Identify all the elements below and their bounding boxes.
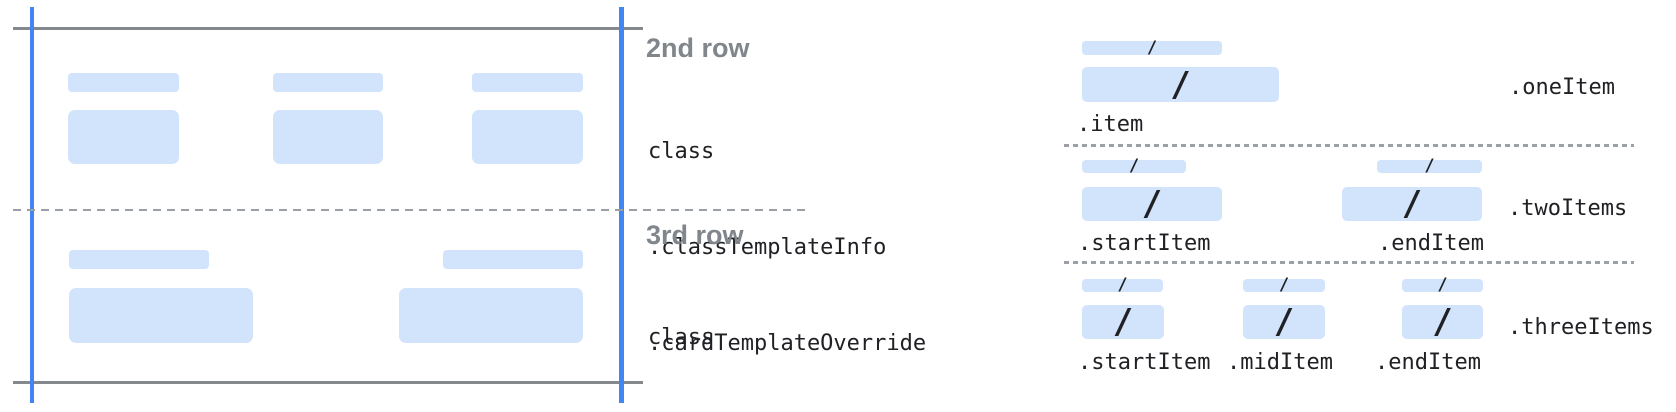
placeholder-value-box <box>69 288 253 343</box>
right-bleed-guide <box>619 7 624 403</box>
placeholder-label-bar <box>472 73 583 92</box>
placeholder-label-bar <box>68 73 179 92</box>
row2-title: 2nd row <box>646 33 750 63</box>
card-top-edge <box>13 27 643 30</box>
item-label-bar: / <box>1082 37 1222 58</box>
placeholder-value-box <box>399 288 583 343</box>
item-selector-label: .endItem <box>1375 350 1481 375</box>
row-divider-dashed-line <box>13 208 805 211</box>
class-path-line: class <box>648 139 715 164</box>
item-value-bar: / <box>1082 187 1222 221</box>
slash-icon: / <box>1278 275 1290 295</box>
placeholder-label-bar <box>273 73 383 92</box>
slash-icon: / <box>1424 156 1435 176</box>
item-label-bar: / <box>1243 275 1325 295</box>
class-path-line: .cardTemplateOverride <box>648 331 927 356</box>
slash-icon: / <box>1432 302 1453 342</box>
slash-icon: / <box>1146 37 1158 58</box>
slash-icon: / <box>1117 275 1128 295</box>
item-label-bar: / <box>1377 156 1482 176</box>
item-label-bar: / <box>1082 156 1186 176</box>
legend-separator <box>1064 144 1634 147</box>
slash-icon: / <box>1401 184 1423 224</box>
item-selector-label: .item <box>1077 112 1144 137</box>
placeholder-value-box <box>273 110 383 164</box>
slash-icon: / <box>1141 184 1163 224</box>
slash-icon: / <box>1170 64 1191 105</box>
slash-icon: / <box>1128 156 1140 176</box>
item-label-bar: / <box>1082 275 1163 295</box>
item-selector-label: .midItem <box>1227 350 1333 375</box>
item-value-bar: / <box>1342 187 1482 221</box>
row3-title: 3rd row <box>646 220 744 250</box>
left-bleed-guide <box>29 7 34 403</box>
slash-icon: / <box>1437 275 1448 295</box>
card-bottom-edge <box>13 381 643 384</box>
row3-class-path: class .classTemplateInfo .cardTemplateOv… <box>648 258 966 412</box>
placeholder-label-bar <box>69 250 209 269</box>
group-selector-label: .twoItems <box>1508 196 1628 221</box>
slash-icon: / <box>1273 302 1295 342</box>
placeholder-value-box <box>472 110 583 164</box>
class-path-line: class <box>648 325 715 350</box>
legend-separator <box>1064 261 1634 264</box>
group-selector-label: .threeItems <box>1508 315 1654 340</box>
placeholder-label-bar <box>443 250 583 269</box>
placeholder-value-box <box>68 110 179 164</box>
item-value-bar: / <box>1243 305 1325 339</box>
item-label-bar: / <box>1402 275 1483 295</box>
slash-icon: / <box>1112 302 1134 342</box>
item-selector-label: .startItem <box>1078 231 1211 256</box>
class-path-line: .classTemplateInfo <box>648 235 887 260</box>
item-selector-label: .endItem <box>1378 231 1484 256</box>
item-value-bar: / <box>1402 305 1483 339</box>
item-selector-label: .startItem <box>1078 350 1211 375</box>
group-selector-label: .oneItem <box>1509 75 1615 100</box>
row2-class-path: class .classTemplateInfo .cardTemplateOv… <box>648 72 966 412</box>
item-value-bar: / <box>1082 305 1164 339</box>
item-value-bar: / <box>1082 67 1279 102</box>
